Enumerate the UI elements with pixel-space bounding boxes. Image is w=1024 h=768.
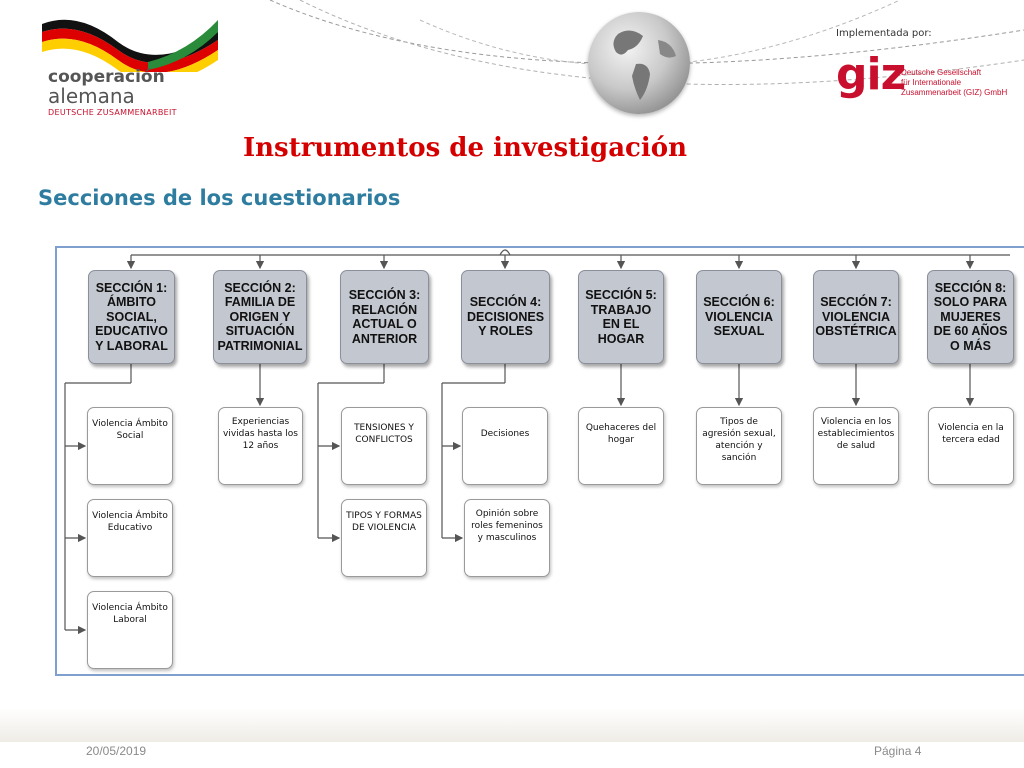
subsection-box-7-1: Violencia en los establecimientos de sal… <box>813 407 899 485</box>
subsection-box-1-1: Violencia Ámbito Social <box>87 407 173 485</box>
diagram-frame <box>55 246 1024 676</box>
subsection-box-8-1: Violencia en la tercera edad <box>928 407 1014 485</box>
section-box-6: SECCIÓN 6: VIOLENCIA SEXUAL <box>696 270 782 364</box>
giz-logo: giz Deutsche Gesellschaft für Internatio… <box>836 50 1016 110</box>
implemented-by-label: Implementada por: <box>836 28 932 39</box>
footer-date: 20/05/2019 <box>86 744 147 758</box>
brand-line-2: alemana <box>48 84 135 108</box>
giz-line-1: Deutsche Gesellschaft <box>901 68 982 77</box>
page-title: Instrumentos de investigación <box>242 133 688 163</box>
section-box-7: SECCIÓN 7: VIOLENCIA OBSTÉTRICA <box>813 270 899 364</box>
flag-swoosh-icon <box>42 19 218 83</box>
subsection-box-6-1: Tipos de agresión sexual, atención y san… <box>696 407 782 485</box>
globe-image <box>588 12 690 114</box>
brand-line-3: DEUTSCHE ZUSAMMENARBEIT <box>48 108 177 117</box>
footer-page-number: Página 4 <box>874 744 922 758</box>
footer-band <box>0 708 1024 742</box>
cooperacion-alemana-logo: cooperación alemana DEUTSCHE ZUSAMMENARB… <box>38 12 228 122</box>
giz-line-3: Zusammenarbeit (GIZ) GmbH <box>901 88 1008 97</box>
subsection-box-4-1: Decisiones <box>462 407 548 485</box>
giz-line-2: für Internationale <box>901 78 962 87</box>
giz-wordmark: giz <box>836 49 906 100</box>
section-box-1: SECCIÓN 1: ÁMBITO SOCIAL, EDUCATIVO Y LA… <box>88 270 175 364</box>
globe-continents-icon <box>613 30 676 100</box>
section-box-4: SECCIÓN 4: DECISIONES Y ROLES <box>461 270 550 364</box>
section-box-2: SECCIÓN 2: FAMILIA DE ORIGEN Y SITUACIÓN… <box>213 270 307 364</box>
section-box-3: SECCIÓN 3: RELACIÓN ACTUAL O ANTERIOR <box>340 270 429 364</box>
section-box-8: SECCIÓN 8: SOLO PARA MUJERES DE 60 AÑOS … <box>927 270 1014 364</box>
subsection-box-1-3: Violencia Ámbito Laboral <box>87 591 173 669</box>
subsection-box-1-2: Violencia Ámbito Educativo <box>87 499 173 577</box>
section-subtitle: Secciones de los cuestionarios <box>38 186 401 210</box>
subsection-box-4-2: Opinión sobre roles femeninos y masculin… <box>464 499 550 577</box>
subsection-box-2-1: Experiencias vividas hasta los 12 años <box>218 407 303 485</box>
section-box-5: SECCIÓN 5: TRABAJO EN EL HOGAR <box>578 270 664 364</box>
subsection-box-3-2: TIPOS Y FORMAS DE VIOLENCIA <box>341 499 427 577</box>
subsection-box-5-1: Quehaceres del hogar <box>578 407 664 485</box>
brand-line-1: cooperación <box>48 67 165 87</box>
subsection-box-3-1: TENSIONES Y CONFLICTOS <box>341 407 427 485</box>
